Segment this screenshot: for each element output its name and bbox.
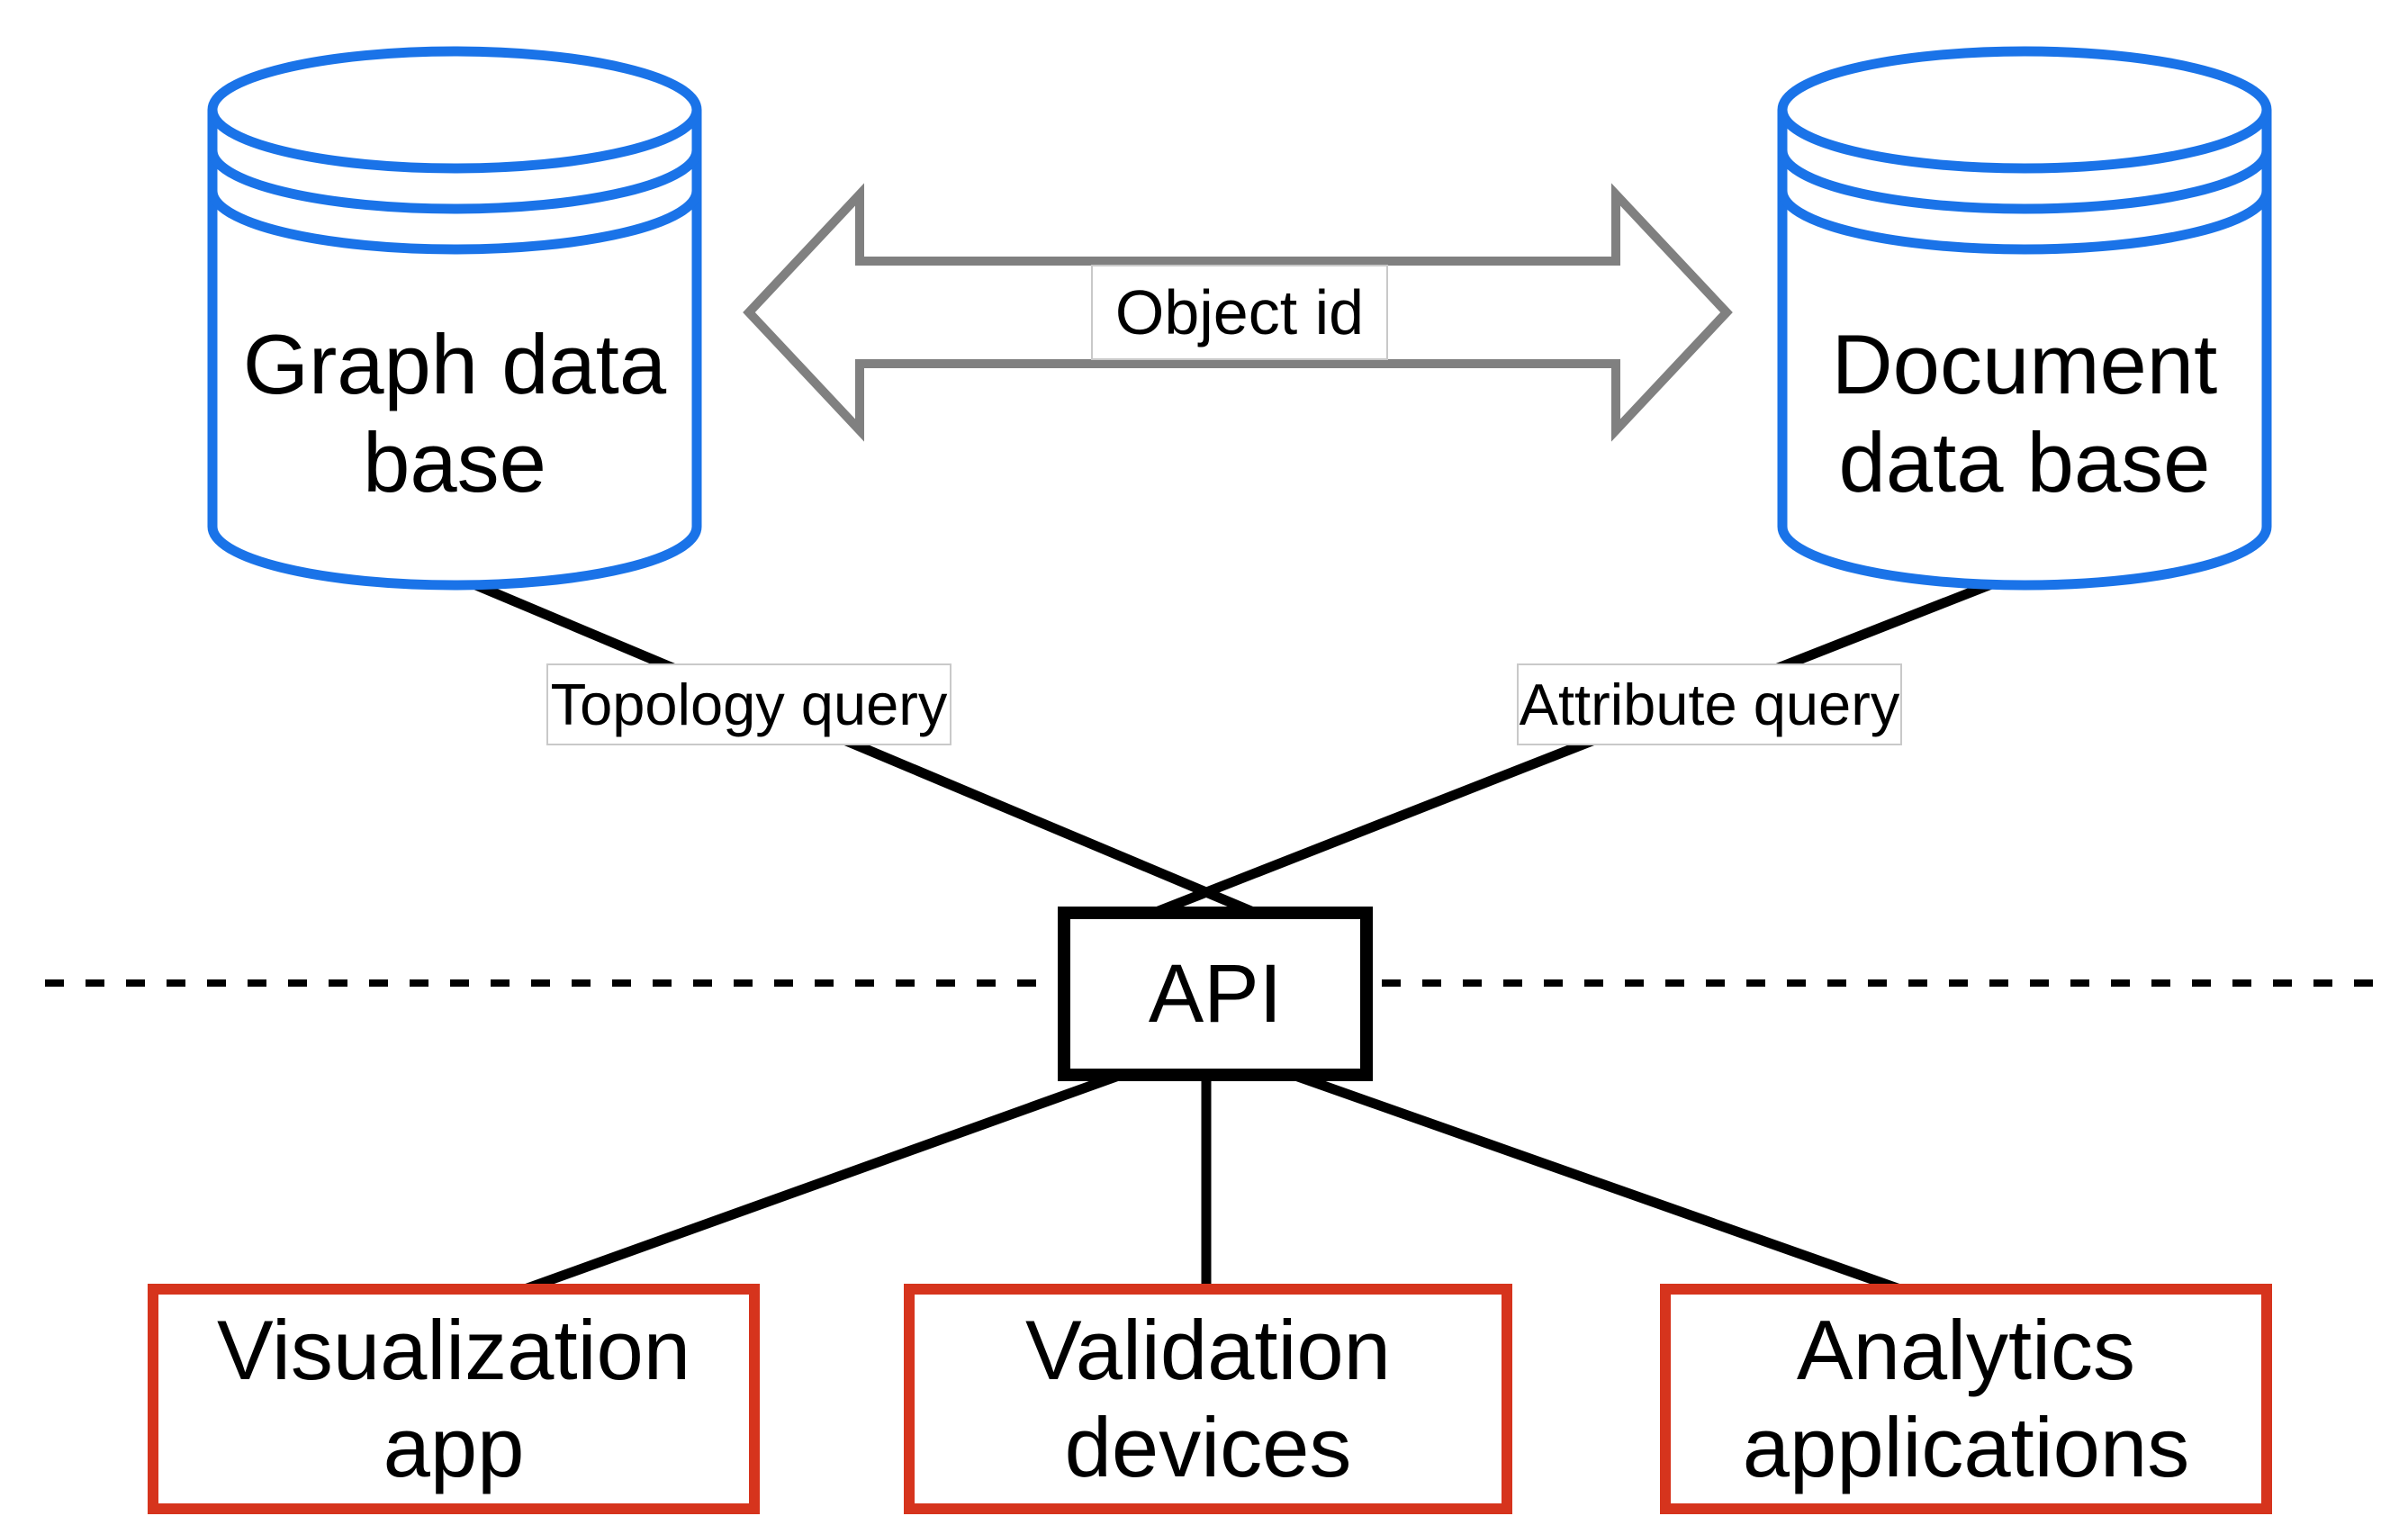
document-db-top-rim [1777, 46, 2272, 174]
analytics-connector [1204, 1039, 1973, 1320]
topology-query-connector [452, 571, 1335, 951]
graph-db-ring-2 [207, 190, 702, 255]
graph-db-body [207, 110, 702, 591]
document-database-label: Document data base [1787, 315, 2262, 511]
document-database-label-line1: Document [1831, 317, 2218, 411]
graph-db-ring-1 [207, 149, 702, 214]
validation-devices-label-line2: devices [1064, 1400, 1352, 1494]
visualization-app-label-line2: app [383, 1400, 525, 1494]
object-id-label: Object id [1091, 265, 1388, 360]
graph-db-top-rim [207, 46, 702, 174]
analytics-applications-label-line1: Analytics [1796, 1302, 2136, 1397]
graph-database-label: Graph data base [217, 315, 692, 511]
attribute-query-label: Attribute query [1517, 663, 1902, 745]
analytics-applications-label-line2: applications [1742, 1400, 2190, 1494]
document-db-body [1777, 110, 2272, 591]
graph-database-label-line2: base [363, 415, 546, 510]
analytics-applications-box: Analytics applications [1660, 1284, 2272, 1514]
validation-devices-label-line1: Validation [1025, 1302, 1391, 1397]
visualization-app-label-line1: Visualization [216, 1302, 691, 1397]
document-db-ring-1 [1777, 149, 2272, 214]
api-box: API [1058, 907, 1373, 1081]
visualization-connector [453, 1039, 1208, 1320]
document-database-cylinder [1777, 46, 2272, 591]
document-db-ring-2 [1777, 190, 2272, 255]
graph-database-label-line1: Graph data [242, 317, 667, 411]
graph-database-cylinder [207, 46, 702, 591]
document-database-label-line2: data base [1838, 415, 2211, 510]
validation-devices-box: Validation devices [904, 1284, 1512, 1514]
api-label: API [1148, 947, 1283, 1040]
topology-query-label: Topology query [546, 663, 951, 745]
visualization-app-box: Visualization app [148, 1284, 760, 1514]
attribute-query-connector [1069, 573, 2010, 951]
